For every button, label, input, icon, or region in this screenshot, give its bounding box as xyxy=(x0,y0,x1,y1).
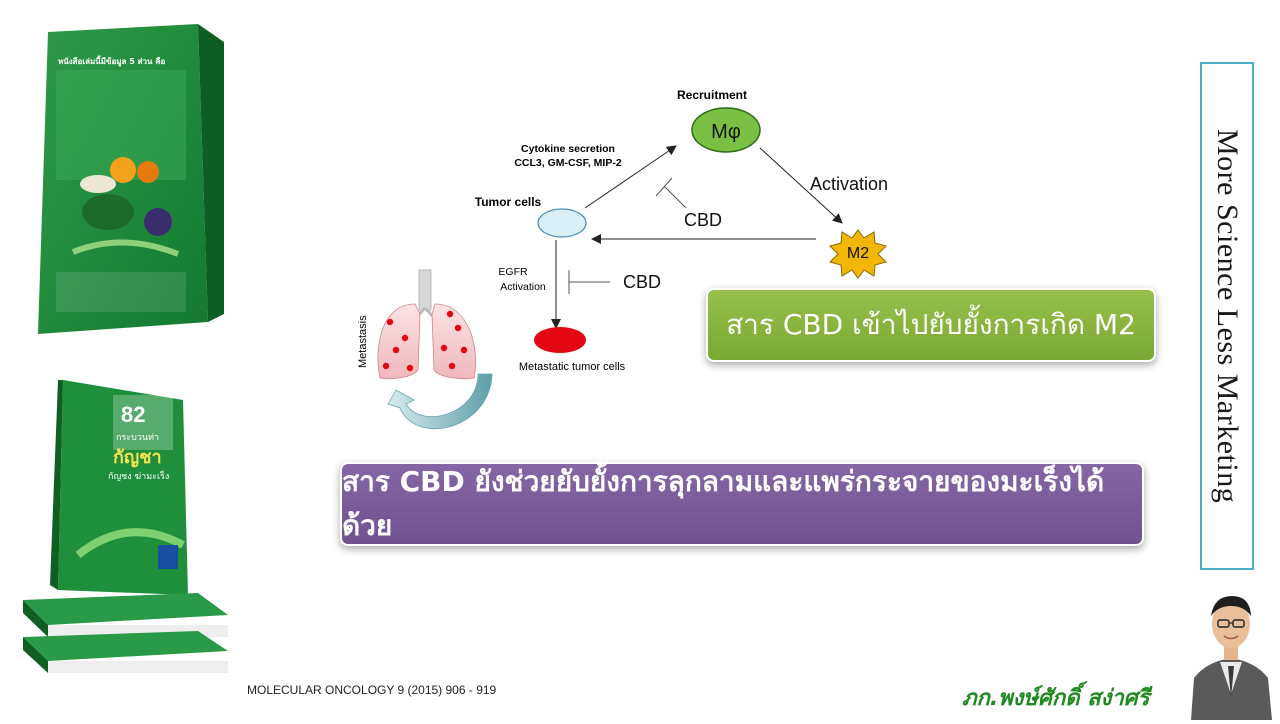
book-cover-top: หนังสือเล่มนี้มีข้อมูล 5 ส่วน คือ xyxy=(28,22,226,340)
book-number: 82 xyxy=(121,402,145,427)
cytokine-list: CCL3, GM-CSF, MIP-2 xyxy=(514,157,621,169)
green-callout: สาร CBD เข้าไปยับยั้งการเกิด M2 xyxy=(706,288,1156,362)
metastasis-label: Metastasis xyxy=(357,315,369,368)
slogan-box: More Science Less Marketing xyxy=(1200,62,1254,570)
activation-arrow xyxy=(759,147,843,224)
cytokine-label: Cytokine secretion xyxy=(521,143,615,155)
activation-label: Activation xyxy=(810,174,888,194)
slogan-text: More Science Less Marketing xyxy=(1211,128,1244,504)
metastasis-cycle-arrow xyxy=(387,373,493,430)
secretion-arrow xyxy=(584,145,677,209)
metastatic-node xyxy=(534,327,586,353)
green-callout-text: สาร CBD เข้าไปยับยั้งการเกิด M2 xyxy=(726,308,1136,341)
macrophage-label: Mφ xyxy=(711,121,741,143)
purple-callout: สาร CBD ยังช่วยยับยั้งการลุกลามและแพร่กร… xyxy=(340,462,1144,546)
egfr-label-1: EGFR xyxy=(498,266,528,278)
cbd-label-2: CBD xyxy=(623,272,661,292)
mechanism-diagram: Recruitment Mφ Cytokine secretion CCL3, … xyxy=(340,78,940,438)
book-subtitle: กระบวนท่า xyxy=(116,433,159,443)
author-portrait xyxy=(1186,586,1276,720)
purple-callout-text: สาร CBD ยังช่วยยับยั้งการลุกลามและแพร่กร… xyxy=(342,465,1105,542)
egfr-label-2: Activation xyxy=(500,281,546,293)
citation: MOLECULAR ONCOLOGY 9 (2015) 906 - 919 xyxy=(247,683,497,697)
tumor-node xyxy=(537,208,587,238)
m2-node xyxy=(829,229,887,279)
tumor-label: Tumor cells xyxy=(475,195,542,209)
book-stack: 82 กระบวนท่า กัญชา กัญชง ฆ่ามะเร็ง xyxy=(18,375,233,690)
metastatic-label: Metastatic tumor cells xyxy=(519,361,626,373)
recruitment-label: Recruitment xyxy=(677,88,747,102)
m2-label: M2 xyxy=(847,245,869,262)
book-tagline: กัญชง ฆ่ามะเร็ง xyxy=(108,469,169,482)
author-name: ภก.พงษ์ศักดิ์ สง่าศรี xyxy=(962,686,1150,711)
cbd-label-1: CBD xyxy=(684,210,722,230)
book-title: กัญชา xyxy=(113,447,162,468)
macrophage-node xyxy=(691,107,761,153)
lungs-illustration xyxy=(377,269,477,380)
book-top-heading: หนังสือเล่มนี้มีข้อมูล 5 ส่วน คือ xyxy=(58,55,166,67)
